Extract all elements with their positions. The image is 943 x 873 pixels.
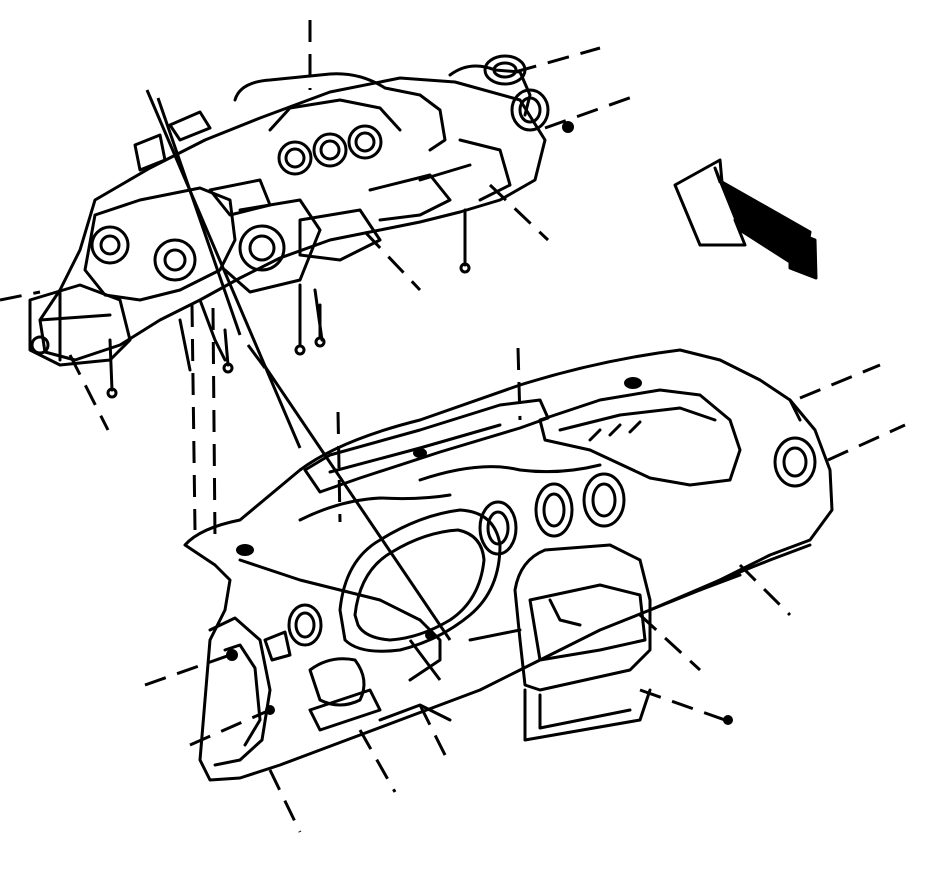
fasteners [226,121,574,715]
leader-lines [145,89,452,681]
mounting-tabs [236,377,733,725]
instrument-panel-carrier [28,54,550,399]
front-direction-arrow [673,158,818,280]
instrument-panel-trim [183,348,834,782]
alignment-lines [0,20,906,833]
